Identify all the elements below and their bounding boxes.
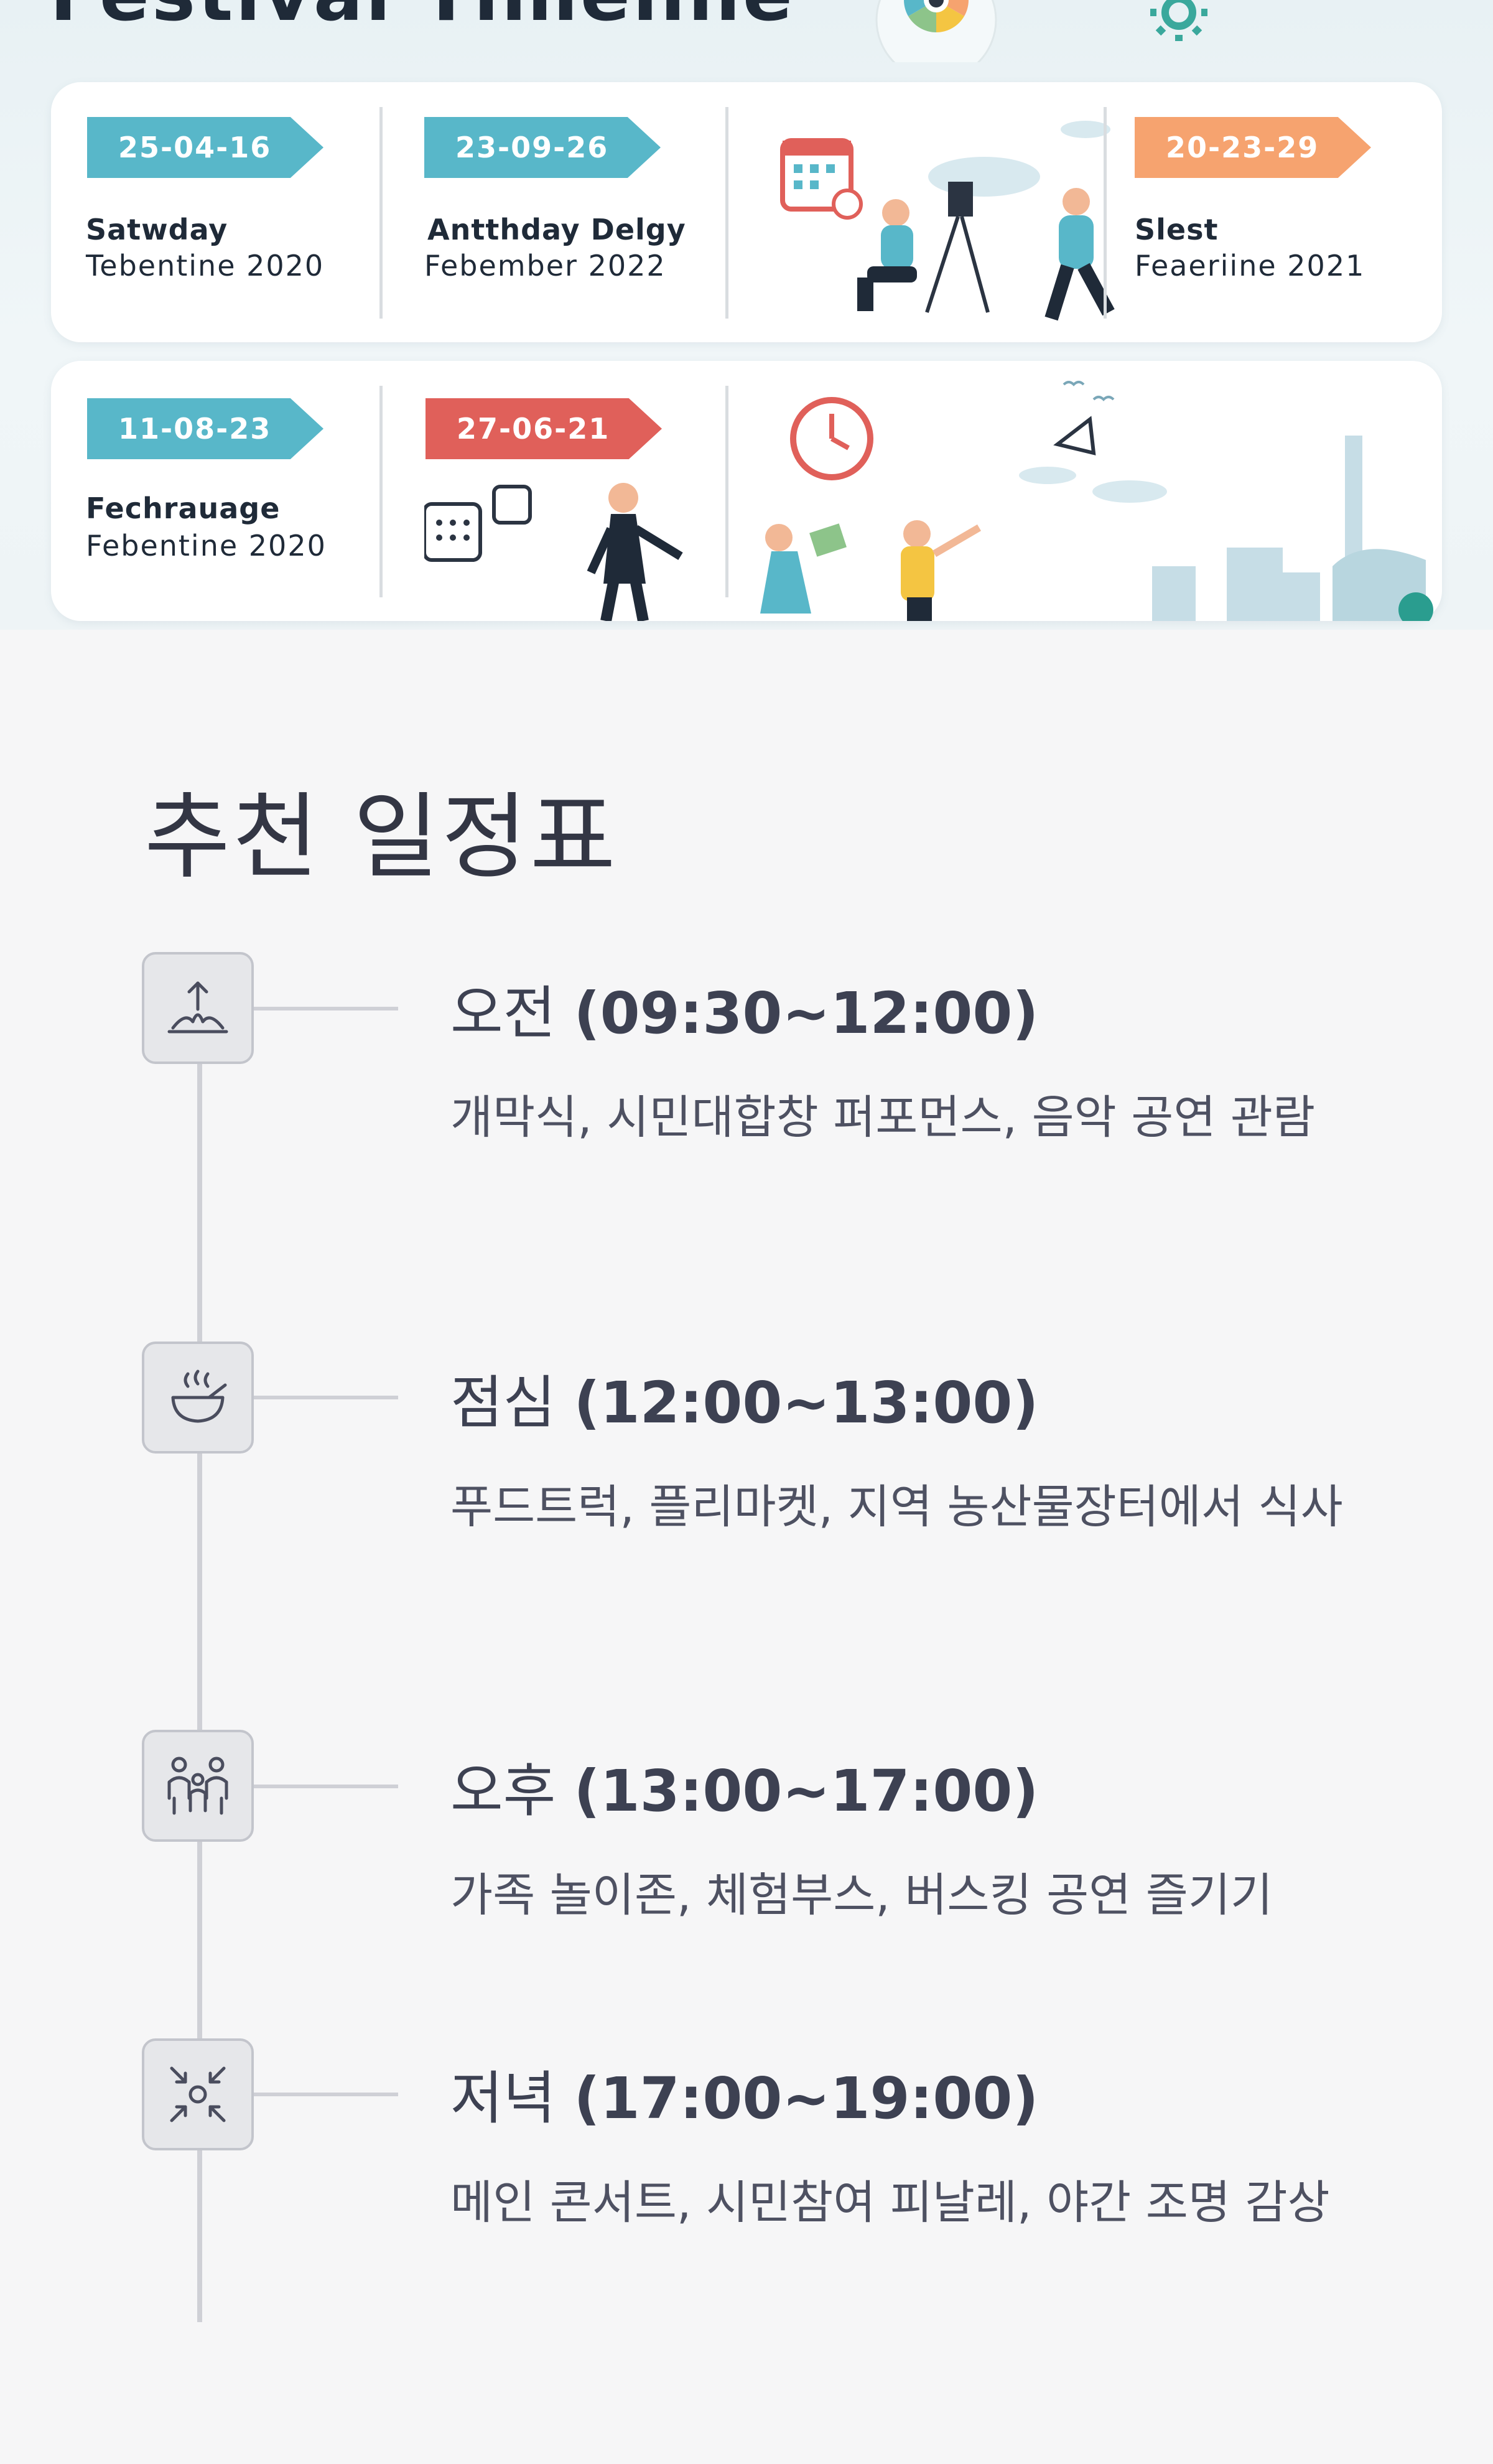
hero-banner: Festival Timeline 25-04-16 Satwday Teben… [0,0,1493,630]
date-tag: 11-08-23 [87,398,323,459]
timeline-connector [254,1007,398,1010]
schedule-item-description: 메인 콘서트, 시민참여 피날레, 야간 조명 감상 [450,2176,1330,2229]
calendar-person-illustration [424,483,683,621]
event-subtitle: Febember 2022 [424,249,666,282]
schedule-item-description: 개막식, 시민대합창 퍼포먼스, 음악 공연 관람 [450,1091,1316,1144]
schedule-item-heading: 점심 (12:00~13:00) [450,1356,1038,1439]
period-label: 저녁 [450,2065,556,2132]
event-title: Fechrauage [86,492,281,525]
timeline-connector [254,2093,398,2096]
gear-icon [1150,0,1207,41]
event-title: Satwday [86,213,228,246]
time-range: (13:00~17:00) [574,1758,1039,1824]
schedule-item-heading: 오후 (13:00~17:00) [450,1745,1038,1827]
timeline-card-1: 25-04-16 Satwday Tebentine 2020 23-09-26… [51,82,1442,342]
date-tag: 23-09-26 [424,117,661,178]
period-label: 오전 [450,980,556,1047]
spotlight-icon [142,2038,254,2150]
date-tag: 20-23-29 [1135,117,1371,178]
time-range: (12:00~13:00) [574,1370,1039,1436]
schedule-item-heading: 저녁 (17:00~19:00) [450,2052,1038,2135]
timeline-connector [254,1785,398,1788]
event-title: Slest [1135,213,1219,246]
color-wheel-icon [875,0,997,62]
period-label: 점심 [450,1370,556,1436]
divider [725,386,728,597]
schedule-title: 추천 일정표 [144,783,618,892]
divider [1104,107,1107,319]
event-subtitle: Febentine 2020 [86,529,327,562]
timeline-connector [254,1396,398,1399]
people-working-illustration [780,121,1115,321]
event-title: Antthday Delgy [427,213,686,246]
date-tag: 25-04-16 [87,117,323,178]
date-tag: 27-06-21 [426,398,662,459]
divider [379,386,383,597]
event-subtitle: Feaeriine 2021 [1135,249,1365,282]
divider [379,107,383,319]
event-subtitle: Tebentine 2020 [86,249,325,282]
period-label: 오후 [450,1758,556,1824]
sunrise-icon [142,952,254,1064]
family-icon [142,1730,254,1842]
city-festival-illustration [760,381,1433,621]
schedule-item-heading: 오전 (09:30~12:00) [450,967,1038,1050]
schedule-item-description: 푸드트럭, 플리마켓, 지역 농산물장터에서 식사 [450,1480,1343,1534]
soup-bowl-icon [142,1342,254,1454]
time-range: (17:00~19:00) [574,2065,1039,2132]
divider [725,107,728,319]
timeline-line [197,1058,202,2322]
time-range: (09:30~12:00) [574,980,1039,1047]
timeline-card-2: 11-08-23 Fechrauage Febentine 2020 27-06… [51,361,1442,621]
schedule-item-description: 가족 놀이존, 체험부스, 버스킹 공연 즐기기 [450,1869,1273,1922]
hero-title: Festival Timeline [50,0,795,37]
